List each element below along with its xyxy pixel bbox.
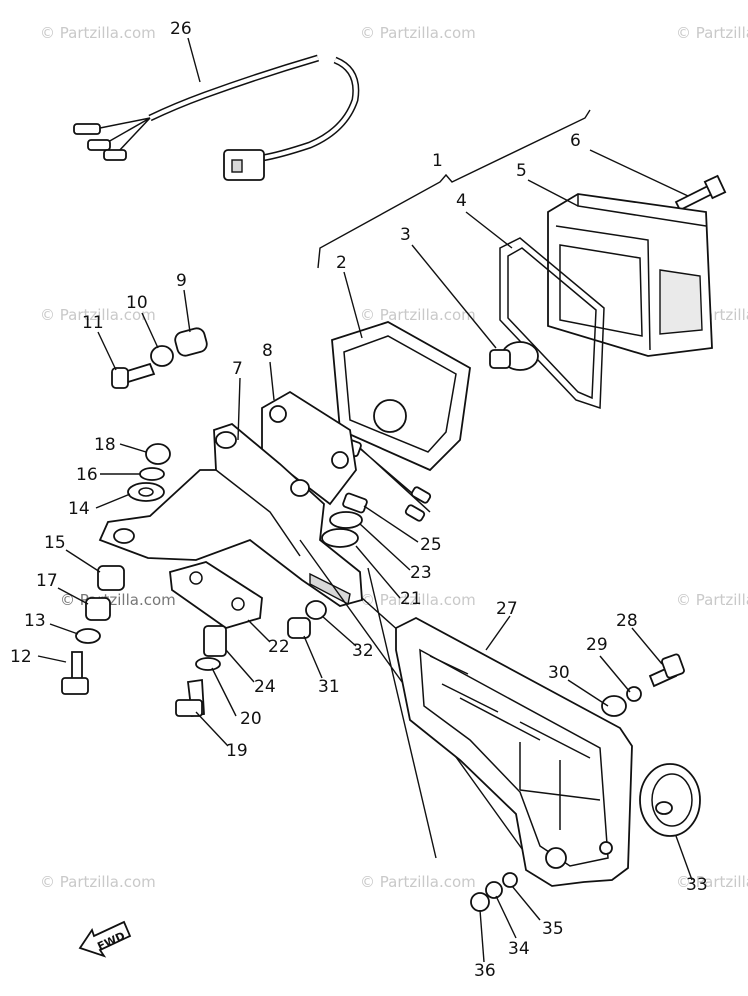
license-plate-bracket-part-27 xyxy=(395,616,633,887)
hardware-14-16-18 xyxy=(127,443,171,502)
callout-28: 28 xyxy=(616,611,638,631)
taillight-base-part xyxy=(331,321,471,522)
callout-14: 14 xyxy=(68,499,90,519)
callout-35: 35 xyxy=(542,919,564,939)
callout-25: 25 xyxy=(420,535,442,555)
callout-31: 31 xyxy=(318,677,340,697)
watermark: © Partzilla.com xyxy=(360,873,476,891)
callout-23: 23 xyxy=(410,563,432,583)
fwd-arrow-icon: FWD xyxy=(78,920,132,958)
spacer-part-22 xyxy=(169,561,263,629)
callout-9: 9 xyxy=(176,271,187,291)
watermark: © Partzilla.com xyxy=(360,24,476,42)
watermark: © Partzilla.com xyxy=(360,306,476,324)
watermark: © Partzilla.com xyxy=(676,24,748,42)
taillight-lens-part xyxy=(547,193,713,357)
callout-33: 33 xyxy=(686,875,708,895)
callout-27: 27 xyxy=(496,599,518,619)
callout-16: 16 xyxy=(76,465,98,485)
callout-30: 30 xyxy=(548,663,570,683)
callout-6: 6 xyxy=(570,131,581,151)
watermark: © Partzilla.com xyxy=(60,591,176,609)
callout-20: 20 xyxy=(240,709,262,729)
callout-26: 26 xyxy=(170,19,192,39)
callout-labels: 26 1 6 5 4 3 2 9 10 11 8 7 18 16 14 15 1… xyxy=(10,19,708,981)
callout-19: 19 xyxy=(226,741,248,761)
reflector-part-33 xyxy=(639,763,701,837)
callout-15: 15 xyxy=(44,533,66,553)
callout-5: 5 xyxy=(516,161,527,181)
callout-18: 18 xyxy=(94,435,116,455)
assembly-bracket xyxy=(317,109,591,269)
watermark: © Partzilla.com xyxy=(676,591,748,609)
callout-10: 10 xyxy=(126,293,148,313)
callout-17: 17 xyxy=(36,571,58,591)
hardware-31-32 xyxy=(287,600,327,639)
callout-11: 11 xyxy=(82,313,104,333)
callout-13: 13 xyxy=(24,611,46,631)
watermark: © Partzilla.com xyxy=(40,873,156,891)
callout-8: 8 xyxy=(262,341,273,361)
callout-22: 22 xyxy=(268,637,290,657)
callout-leaders xyxy=(37,37,693,963)
callout-4: 4 xyxy=(456,191,467,211)
gasket-part xyxy=(499,237,605,410)
callout-12: 12 xyxy=(10,647,32,667)
callout-1: 1 xyxy=(432,151,443,171)
hardware-34-35-36 xyxy=(470,872,518,912)
callout-24: 24 xyxy=(254,677,276,697)
hardware-9-10-11 xyxy=(111,327,208,389)
callout-7: 7 xyxy=(232,359,243,379)
watermark: © Partzilla.com xyxy=(360,591,476,609)
hardware-28-29-30 xyxy=(601,653,685,717)
hardware-12-13-15-17 xyxy=(61,565,125,695)
wire-harness-part xyxy=(73,54,360,181)
bracket-plate-part-8 xyxy=(261,390,357,506)
watermark: © Partzilla.com xyxy=(40,24,156,42)
main-bracket-part-7 xyxy=(98,422,363,607)
hardware-19-20-24 xyxy=(175,625,227,718)
callout-32: 32 xyxy=(352,641,374,661)
bulb-part xyxy=(489,341,539,371)
callout-3: 3 xyxy=(400,225,411,245)
callout-29: 29 xyxy=(586,635,608,655)
hardware-21-23-25 xyxy=(321,492,368,548)
callout-21: 21 xyxy=(400,589,422,609)
callout-34: 34 xyxy=(508,939,530,959)
callout-2: 2 xyxy=(336,253,347,273)
callout-36: 36 xyxy=(474,961,496,981)
bolt-part-6 xyxy=(674,174,727,212)
watermark: © Partzilla.com xyxy=(676,873,748,891)
watermark: © Partzilla.com xyxy=(40,306,156,324)
